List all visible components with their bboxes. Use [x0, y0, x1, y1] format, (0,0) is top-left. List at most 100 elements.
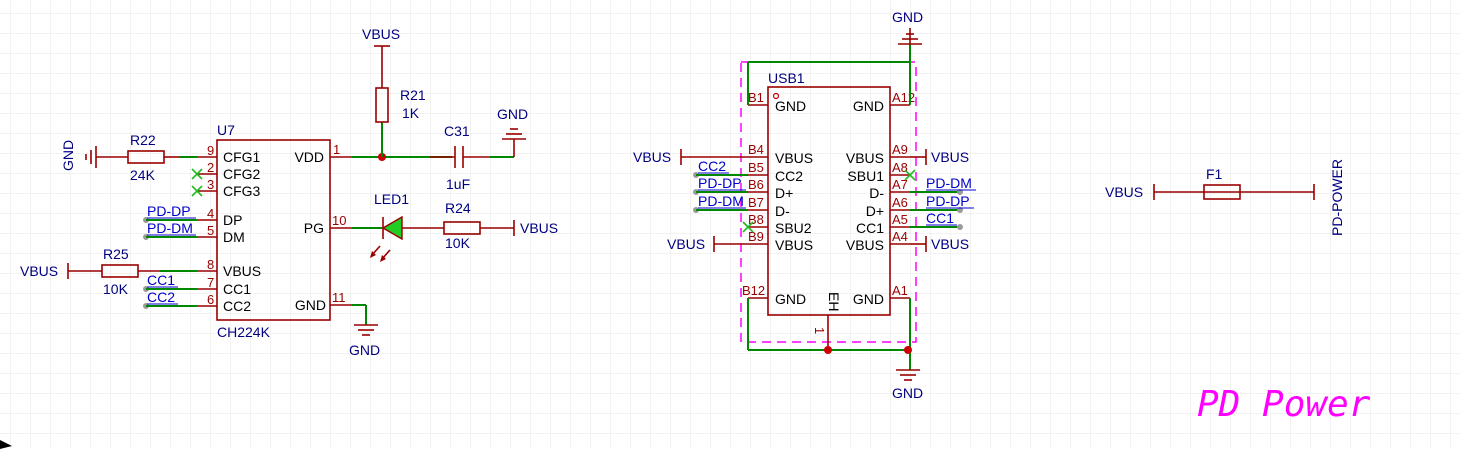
usb1-pin-num: B12: [742, 283, 765, 298]
pd-power-port[interactable]: PD-POWER: [1313, 159, 1345, 236]
sheet-title: PD Power: [1197, 384, 1371, 425]
usb1-pin-name: SBU1: [847, 168, 884, 184]
u7-pin-num: 4: [207, 206, 214, 221]
net-label-pd-dp-usb-right[interactable]: PD-DP: [910, 193, 974, 213]
net-label-pd-dm-usb-right[interactable]: PD-DM: [910, 175, 976, 195]
vbus-port-usb-b9[interactable]: VBUS: [667, 236, 748, 252]
usb1-pin-name: SBU2: [775, 220, 812, 236]
u7-pin-num: 1: [333, 142, 340, 157]
gnd-port-usb-top[interactable]: GND: [892, 9, 923, 45]
u7-designator: U7: [217, 122, 235, 138]
usb1-pin-num: A12: [892, 90, 915, 105]
u7-pin-num: 2: [207, 160, 214, 175]
usb1-body[interactable]: [767, 86, 891, 316]
u7-pin-name: CFG2: [223, 166, 261, 182]
net-label-pd-dp-usb[interactable]: PD-DP: [693, 175, 748, 195]
svg-text:PD-DP: PD-DP: [147, 203, 191, 219]
net-label-cc1[interactable]: CC1: [143, 272, 197, 292]
svg-text:CC2: CC2: [698, 158, 726, 174]
svg-text:VBUS: VBUS: [931, 149, 969, 165]
svg-text:GND: GND: [497, 106, 528, 122]
u7-pin-name: CFG1: [223, 149, 261, 165]
net-label-cc2-usb[interactable]: CC2: [693, 158, 748, 178]
no-connect-icon: [191, 168, 203, 197]
junction: [904, 346, 912, 354]
svg-text:CC1: CC1: [926, 210, 954, 226]
led-led1[interactable]: LED1: [370, 191, 409, 262]
resistor-r25[interactable]: R25 10K: [101, 246, 139, 297]
svg-text:PD-DM: PD-DM: [147, 220, 193, 236]
capacitor-c31[interactable]: C31 1uF: [430, 123, 490, 192]
usb1-pin-num: B4: [748, 142, 764, 157]
r22-ref: R22: [130, 132, 156, 148]
usb1-pin-name: CC1: [856, 220, 884, 236]
gnd-port-c31[interactable]: GND: [497, 106, 528, 157]
u7-pin-num: 6: [207, 292, 214, 307]
net-label-pd-dm[interactable]: PD-DM: [143, 220, 197, 240]
usb1-pin-name: D-: [869, 185, 884, 201]
usb1-pin-num: A6: [892, 195, 908, 210]
usb1-connector[interactable]: USB1 B1 B4 B5 B6 B7 B8 B9 B12 GND VBUS C…: [742, 70, 915, 350]
net-label-pd-dp[interactable]: PD-DP: [143, 203, 197, 223]
net-label-cc2[interactable]: CC2: [143, 289, 197, 309]
vbus-port-usb-a9[interactable]: VBUS: [910, 149, 969, 165]
r25-ref: R25: [103, 246, 129, 262]
u7-pin-name: VDD: [294, 149, 324, 165]
vbus-port-r21[interactable]: VBUS: [362, 26, 400, 88]
c31-ref: C31: [444, 123, 470, 139]
gnd-port-usb-bottom[interactable]: GND: [892, 369, 923, 401]
led1-ref: LED1: [374, 191, 409, 207]
usb1-pin-name: D+: [775, 185, 793, 201]
usb1-pin-num: A1: [892, 283, 908, 298]
u7-pin-num: 9: [207, 143, 214, 158]
u7-value: CH224K: [217, 324, 271, 340]
usb1-pin-num: A4: [892, 229, 908, 244]
usb1-pin-num: A9: [892, 142, 908, 157]
svg-text:PD-DM: PD-DM: [698, 193, 744, 209]
usb1-pin-num: B7: [748, 195, 764, 210]
usb1-pin-num: B5: [748, 160, 764, 175]
net-label-cc1-usb[interactable]: CC1: [910, 210, 963, 230]
r21-ref: R21: [400, 87, 426, 103]
usb1-pin-num: A7: [892, 177, 908, 192]
fuse-f1[interactable]: F1: [1203, 166, 1241, 200]
u7-ch224k[interactable]: U7 CH224K 9 2 3 4 5 8 7 6 CFG1 CFG2 CFG3…: [197, 122, 352, 340]
gnd-port-u7[interactable]: GND: [349, 324, 380, 358]
vbus-port-usb-a4[interactable]: VBUS: [910, 236, 969, 252]
svg-text:VBUS: VBUS: [362, 26, 400, 42]
u7-pin-name: PG: [304, 220, 324, 236]
svg-text:PD-POWER: PD-POWER: [1329, 159, 1345, 236]
svg-text:VBUS: VBUS: [633, 149, 671, 165]
f1-ref: F1: [1206, 166, 1223, 182]
u7-pin-name: CFG3: [223, 183, 261, 199]
vbus-port-r24[interactable]: VBUS: [513, 220, 558, 236]
u7-pin-name: VBUS: [223, 263, 261, 279]
u7-pin-num: 3: [207, 177, 214, 192]
resistor-r24[interactable]: R24 10K: [443, 200, 481, 251]
junction: [824, 346, 832, 354]
vbus-port-usb-b4[interactable]: VBUS: [633, 149, 748, 165]
usb1-pin-name: GND: [853, 291, 884, 307]
usb1-pin-name: VBUS: [846, 237, 884, 253]
net-label-pd-dm-usb[interactable]: PD-DM: [693, 193, 748, 213]
svg-text:VBUS: VBUS: [520, 220, 558, 236]
r25-value: 10K: [103, 281, 129, 297]
r21-value: 1K: [402, 105, 420, 121]
r22-value: 24K: [130, 167, 156, 183]
usb1-pin-name: VBUS: [846, 150, 884, 166]
usb1-pin-name: D-: [775, 203, 790, 219]
resistor-r21[interactable]: R21 1K: [375, 87, 426, 123]
svg-text:GND: GND: [349, 342, 380, 358]
u7-pin-name: DP: [223, 212, 242, 228]
usb1-pin-num: B6: [748, 177, 764, 192]
svg-text:GND: GND: [892, 9, 923, 25]
c31-value: 1uF: [446, 176, 470, 192]
u7-body[interactable]: [216, 139, 331, 321]
svg-text:GND: GND: [892, 385, 923, 401]
svg-text:VBUS: VBUS: [20, 263, 58, 279]
r24-ref: R24: [445, 200, 471, 216]
usb1-pin-name: GND: [853, 98, 884, 114]
gnd-label: GND: [60, 140, 76, 171]
